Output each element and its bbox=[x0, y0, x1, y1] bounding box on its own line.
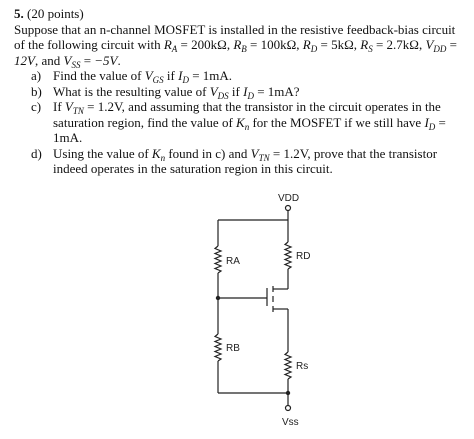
question-b: b)What is the resulting value of VDS if … bbox=[31, 83, 300, 101]
resistor-rb bbox=[213, 333, 223, 362]
rd-label: RD bbox=[296, 251, 310, 262]
value-rb: 100kΩ bbox=[260, 37, 297, 52]
vdd-label: VDD bbox=[278, 193, 299, 204]
intro-text: Suppose that an n-channel MOSFET is inst… bbox=[14, 21, 456, 53]
value-vdd: 12V bbox=[14, 52, 35, 68]
question-a: a)Find the value of VGS if ID = 1mA. bbox=[31, 68, 233, 85]
problem-points: (20 points) bbox=[27, 6, 84, 21]
ra-label: RA bbox=[226, 256, 240, 267]
resistor-ra bbox=[213, 245, 223, 274]
resistor-rd bbox=[283, 241, 293, 270]
question-c: c)If VTN = 1.2V, and assuming that the t… bbox=[31, 99, 446, 145]
rb-label: RB bbox=[226, 343, 240, 354]
problem-header: 5. (20 points) bbox=[14, 6, 466, 22]
problem-text: 5. (20 points) Suppose that an n-channel… bbox=[14, 6, 466, 177]
junction-dot-gate bbox=[215, 295, 221, 301]
resistor-rs bbox=[283, 351, 293, 380]
value-rd: 5kΩ bbox=[331, 37, 354, 52]
vdd-terminal bbox=[284, 204, 292, 212]
value-ra: 200kΩ bbox=[191, 37, 227, 52]
value-vss: −5V bbox=[94, 52, 118, 68]
junction-dot-source bbox=[285, 390, 291, 396]
vss-terminal bbox=[284, 404, 292, 412]
problem-number: 5. bbox=[14, 6, 24, 21]
question-d: d)Using the value of Kn found in c) and … bbox=[31, 145, 438, 177]
vss-label: Vss bbox=[282, 417, 299, 428]
rs-label: Rs bbox=[296, 361, 308, 372]
question-list: a)Find the value of VGS if ID = 1mA. b)W… bbox=[14, 68, 466, 177]
problem-intro: Suppose that an n-channel MOSFET is inst… bbox=[14, 21, 458, 70]
value-rs: 2.7kΩ bbox=[386, 37, 419, 52]
